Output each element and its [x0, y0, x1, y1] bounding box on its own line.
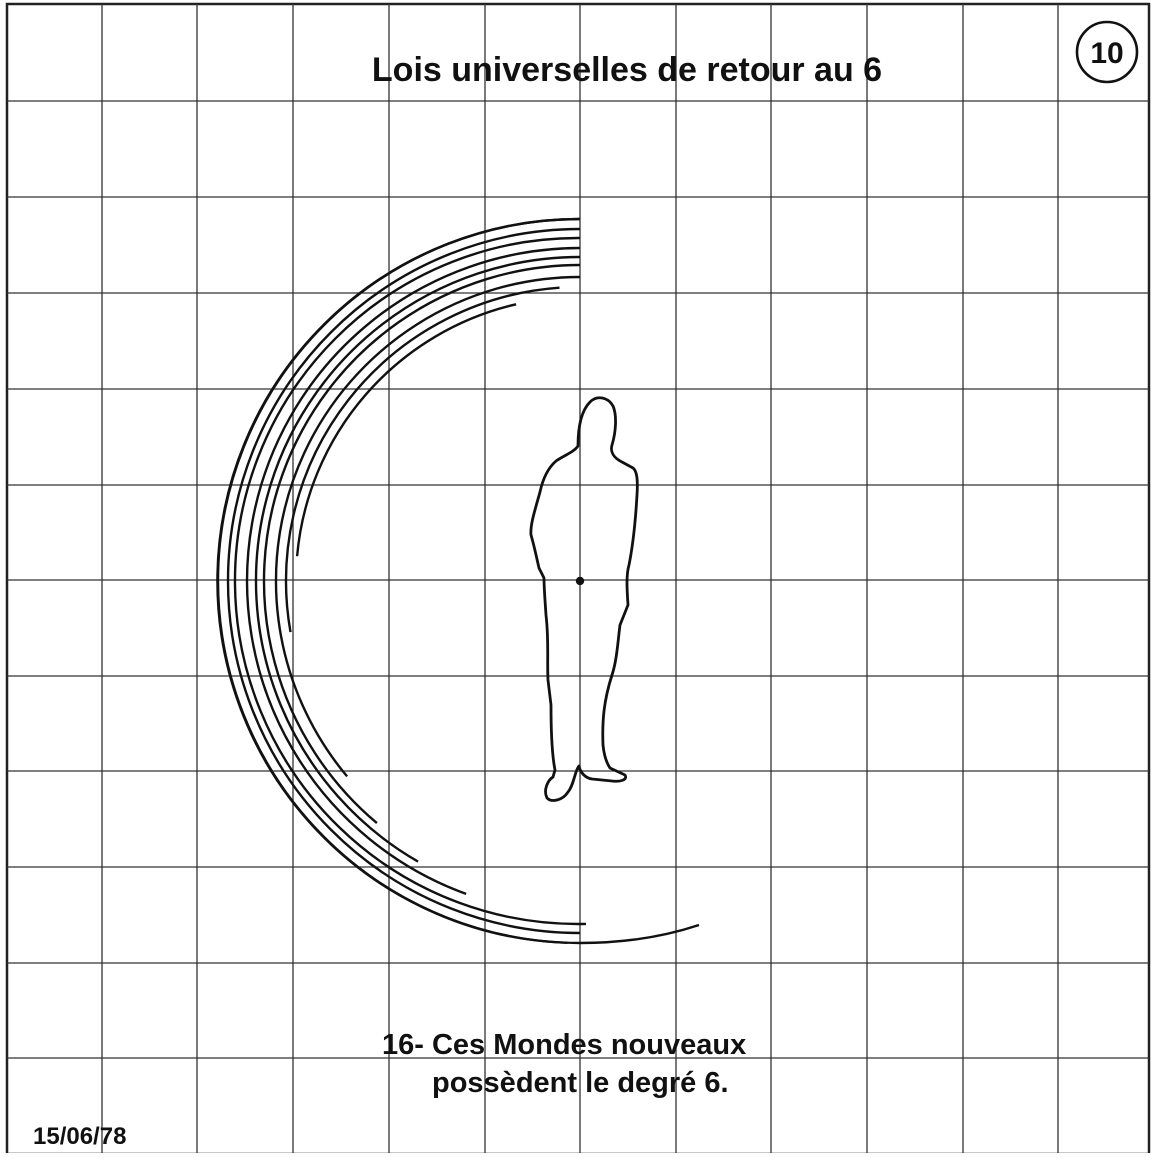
concentric-arc — [274, 275, 581, 778]
caption-line-2: possèdent le degré 6. — [432, 1067, 729, 1099]
concentric-arc — [262, 263, 581, 825]
arc-group — [216, 217, 700, 945]
concentric-arc — [233, 236, 587, 926]
page-number: 10 — [1090, 37, 1123, 70]
concentric-arc — [216, 217, 581, 944]
outer-arc — [216, 217, 700, 945]
concentric-arc — [245, 246, 581, 896]
date-label: 15/06/78 — [33, 1123, 126, 1150]
page-number-circle — [1075, 20, 1139, 84]
grid — [7, 4, 1149, 1153]
diagram-title: Lois universelles de retour au 6 — [372, 51, 882, 89]
concentric-arc — [295, 303, 517, 557]
center-dot — [575, 576, 585, 586]
concentric-arc — [226, 227, 581, 935]
concentric-arc — [284, 286, 560, 633]
human-silhouette — [529, 396, 639, 802]
caption-line-1: 16- Ces Mondes nouveaux — [382, 1029, 746, 1061]
concentric-arc — [254, 255, 581, 863]
